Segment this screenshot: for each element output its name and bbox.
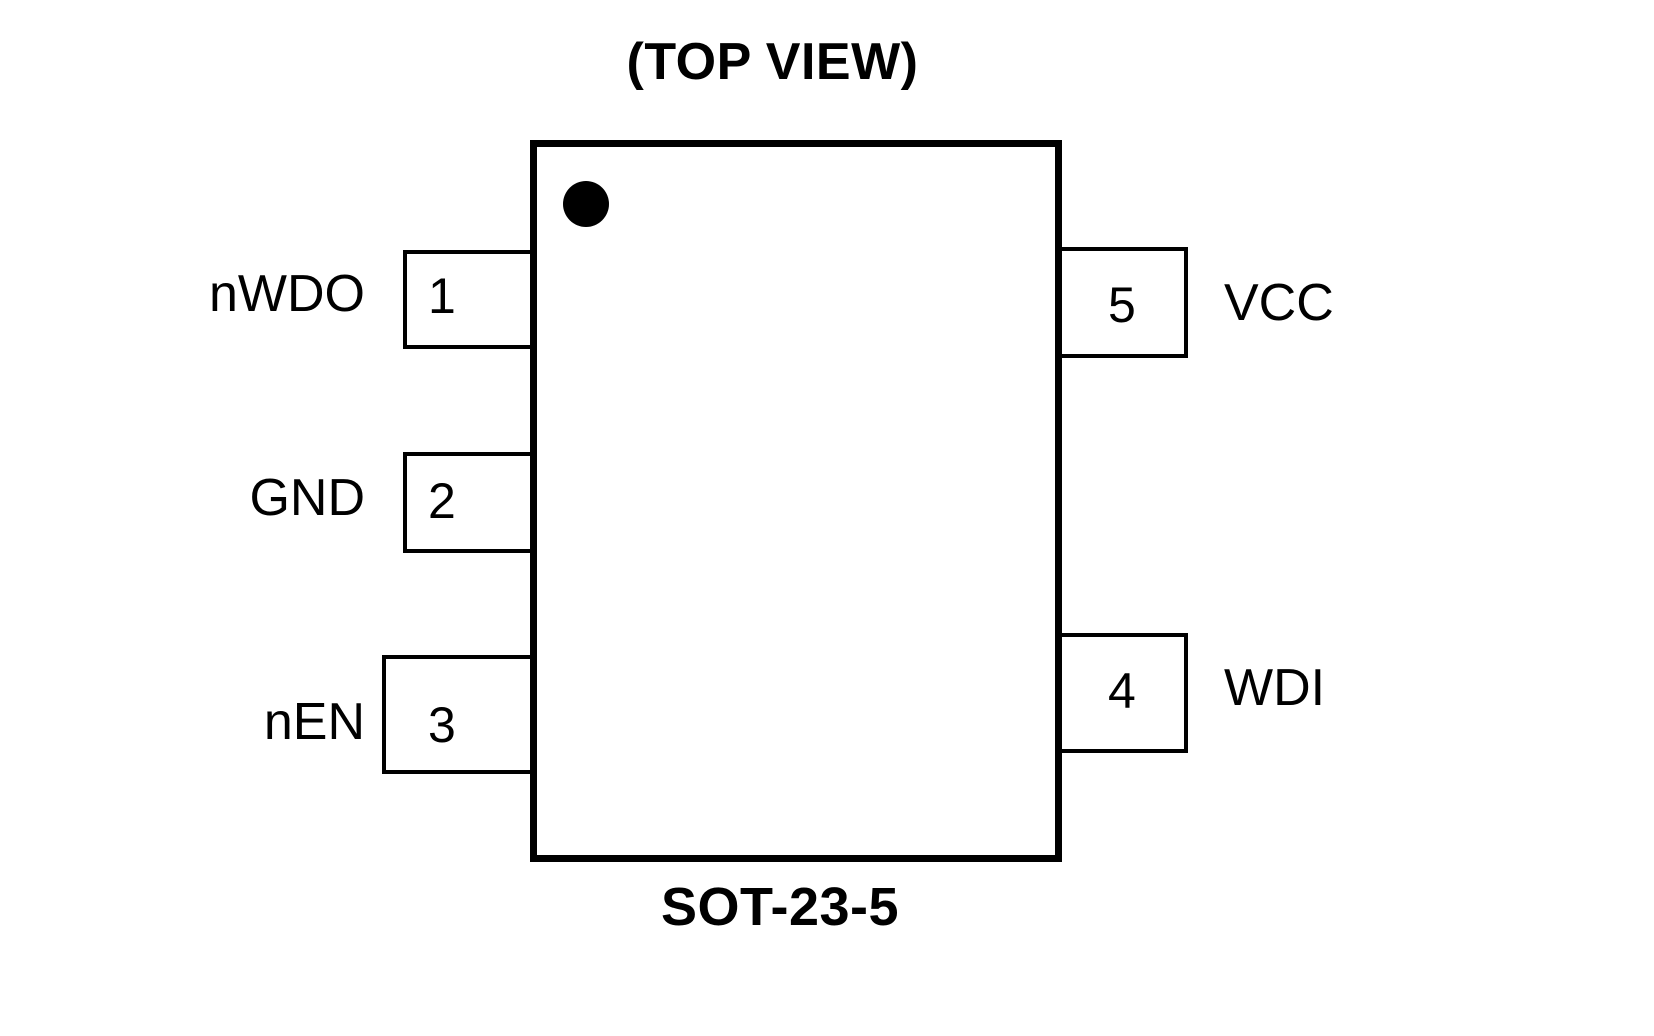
- pin-lead-2: [403, 452, 534, 553]
- package-body-outline: [530, 140, 1062, 862]
- package-name-label: SOT-23-5: [660, 877, 900, 937]
- page-title: (TOP VIEW): [626, 33, 919, 91]
- pin-number-1: 1: [428, 268, 456, 324]
- pin-label-wdi: WDI: [1224, 659, 1326, 717]
- pin-label-gnd: GND: [249, 469, 365, 527]
- pin-lead-3: [382, 655, 534, 774]
- pin-number-5: 5: [1108, 277, 1136, 333]
- pin-label-vcc: VCC: [1224, 274, 1334, 332]
- pin-label-nwdo: nWDO: [209, 265, 365, 323]
- pin-label-nen: nEN: [263, 693, 365, 751]
- pin-1-index-dot: [563, 181, 609, 227]
- pin-number-2: 2: [428, 473, 456, 529]
- pin-number-4: 4: [1108, 663, 1136, 719]
- pin-number-3: 3: [428, 697, 456, 753]
- pin-lead-1: [403, 250, 534, 349]
